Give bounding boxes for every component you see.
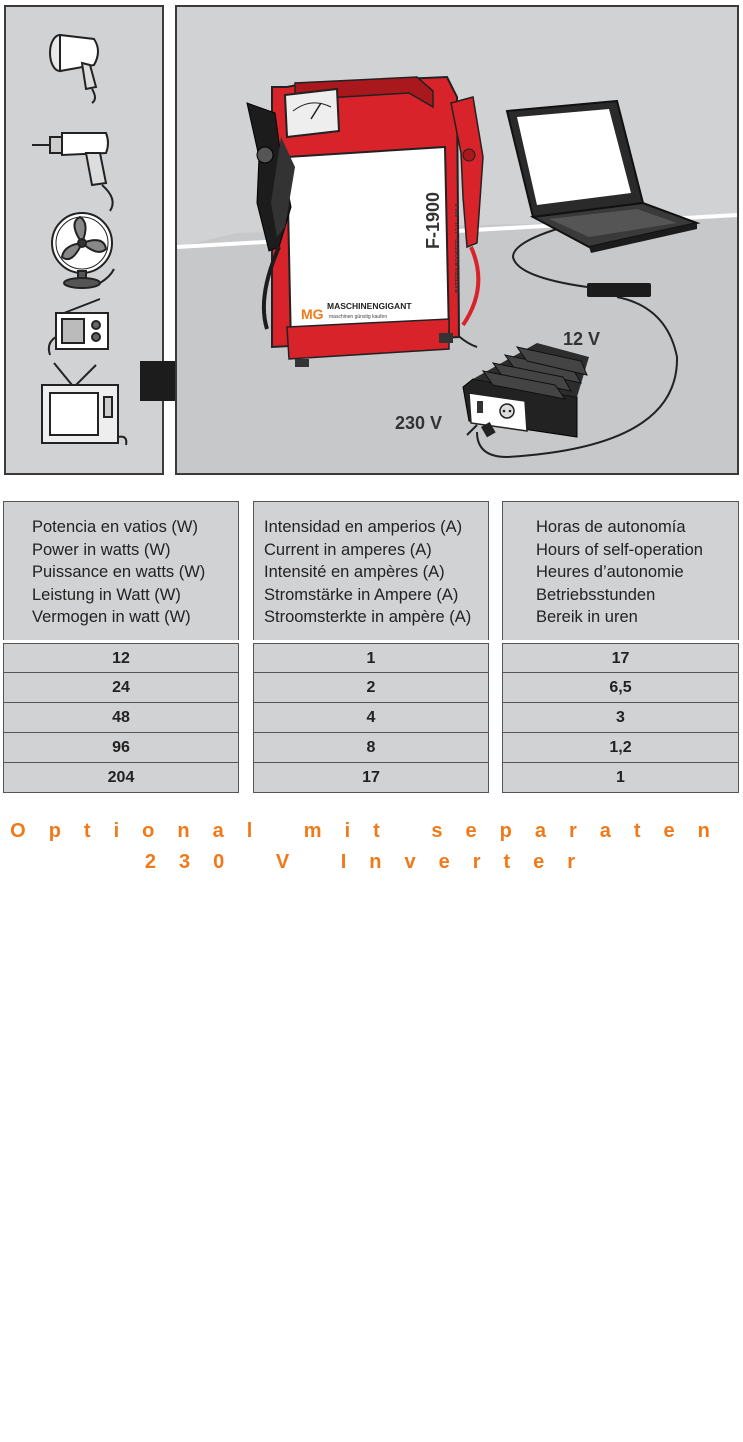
table-cell: 1 xyxy=(502,763,739,793)
table-cell: 204 xyxy=(3,763,239,793)
power-adapter xyxy=(587,283,651,297)
battery-booster: MG MASCHINENGIGANT maschinen günstig kau… xyxy=(246,75,484,367)
table-cell: 17 xyxy=(253,763,489,793)
optional-note-line1: Optional mit separaten xyxy=(10,820,733,842)
column-power: Potencia en vatios (W) Power in watts (W… xyxy=(3,501,239,793)
table-cell: 1,2 xyxy=(502,733,739,763)
brand-tagline: maschinen günstig kaufen xyxy=(329,314,387,320)
table-cell: 96 xyxy=(3,733,239,763)
brand-logo: MG xyxy=(301,306,324,322)
table-cell: 4 xyxy=(253,703,489,733)
column-header: Horas de autonomía Hours of self-operati… xyxy=(502,501,739,640)
label-230v: 230 V xyxy=(395,413,442,433)
table-cell: 2 xyxy=(253,673,489,703)
table-cell: 12 xyxy=(3,643,239,673)
label-12v: 12 V xyxy=(563,329,600,349)
table-cell: 24 xyxy=(3,673,239,703)
fan-icon xyxy=(51,212,115,289)
hair-dryer-icon xyxy=(49,33,99,104)
drill-icon xyxy=(32,132,114,212)
column-current: Intensidad en amperios (A) Current in am… xyxy=(253,501,489,793)
table-cell: 3 xyxy=(502,703,739,733)
table-cell: 17 xyxy=(502,643,739,673)
table-cell: 8 xyxy=(253,733,489,763)
gauge-icon xyxy=(283,87,341,139)
television-icon xyxy=(41,362,128,446)
booster-panel: MG MASCHINENGIGANT maschinen günstig kau… xyxy=(175,5,739,475)
laptop-icon xyxy=(505,99,701,253)
booster-illustration: MG MASCHINENGIGANT maschinen günstig kau… xyxy=(176,75,738,473)
appliances-panel xyxy=(4,5,164,475)
model-name: F-1900 xyxy=(423,192,443,249)
brand-name: MASCHINENGIGANT xyxy=(327,301,412,311)
appliances-illustration xyxy=(32,33,128,446)
inverter-icon xyxy=(462,343,589,438)
model-spec: BATTERY BOOSTER • 12 V • 400 A xyxy=(455,203,461,293)
table-cell: 6,5 xyxy=(502,673,739,703)
table-cell: 1 xyxy=(253,643,489,673)
radio-icon xyxy=(47,298,109,356)
column-hours: Horas de autonomía Hours of self-operati… xyxy=(502,501,739,793)
black-clamp xyxy=(246,102,295,330)
table-cell: 48 xyxy=(3,703,239,733)
red-clamp xyxy=(450,96,484,327)
column-header: Intensidad en amperios (A) Current in am… xyxy=(253,501,489,640)
optional-note-line2: 230 V Inverter xyxy=(144,851,599,873)
column-header: Potencia en vatios (W) Power in watts (W… xyxy=(3,501,239,640)
